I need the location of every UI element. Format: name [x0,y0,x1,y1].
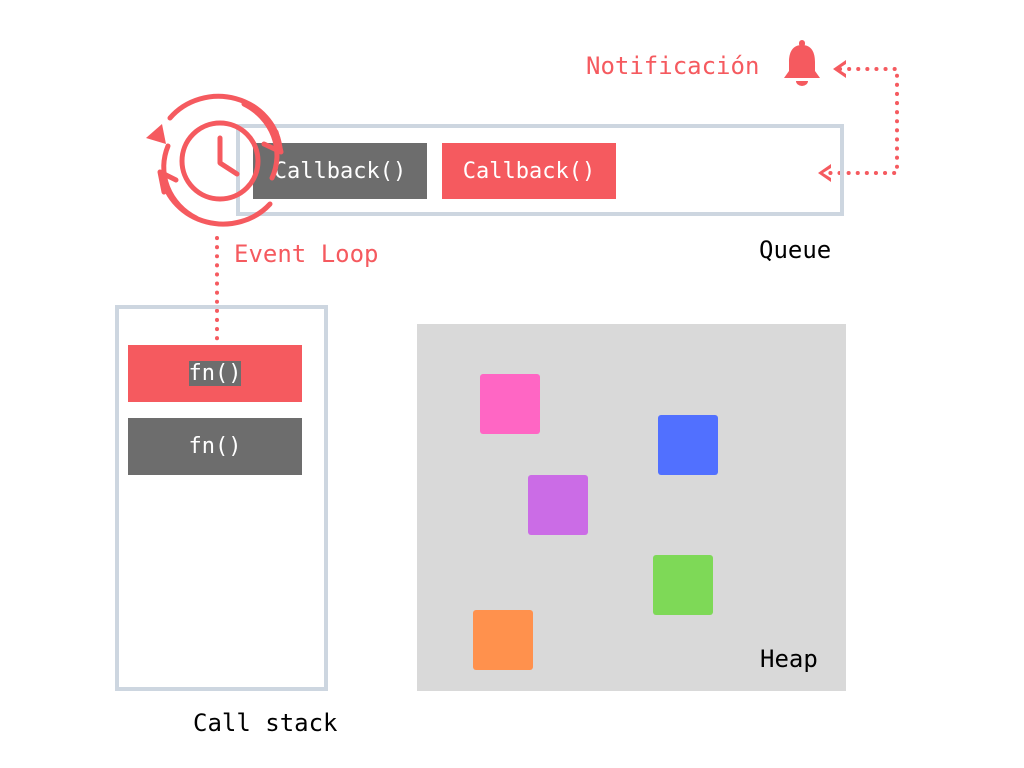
queue-item-label: Callback() [462,158,596,184]
queue-item-3-highlighted: Callback() [631,143,805,199]
stack-item-label: fn() [188,434,242,459]
stack-item-2: fn() [128,418,302,475]
stack-item-label: fn() [188,514,242,539]
stack-item-3: fn() [128,498,302,555]
notification-to-queue-connector [824,67,899,175]
stack-item-label: fn() [188,599,242,624]
arrow-head-notification [833,60,846,78]
queue-item-label: Callback() [273,158,407,184]
queue-item-1: Callback() [253,143,427,199]
bell-icon [784,40,820,86]
stack-item-4: fn() [128,583,302,640]
queue-frame [236,124,844,216]
queue-item-label: Callback() [651,158,785,184]
stack-item-label: fn() [188,361,242,386]
call-stack-frame [115,305,328,691]
arrow-head-queue [818,164,831,182]
clock-cycle-icon [146,93,284,227]
heap-object-pink [480,374,540,434]
heap-object-purple [528,475,588,535]
heap-object-green [653,555,713,615]
heap-object-blue [658,415,718,475]
notification-label: Notificación [586,52,760,80]
heap-object-orange [473,610,533,670]
event-loop-label: Event Loop [234,240,379,268]
queue-label: Queue [759,236,832,264]
stack-item-1-highlighted: fn() [128,345,302,402]
queue-item-2: Callback() [442,143,616,199]
heap-label: Heap [760,645,818,673]
call-stack-label: Call stack [193,709,338,737]
